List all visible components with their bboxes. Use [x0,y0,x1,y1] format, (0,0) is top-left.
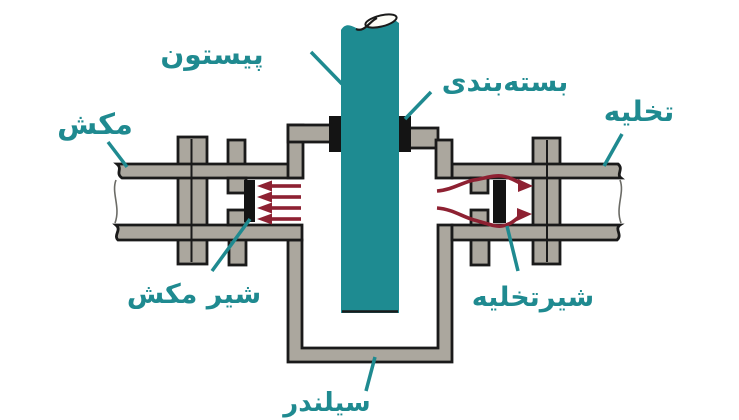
packing-block-right [399,116,411,152]
piston-label: پیستون [160,38,263,71]
suction-pipe-bottom-wall [112,223,304,242]
discharge-label: تخلیه [604,95,675,128]
piston-rod-top-edge [355,16,378,31]
suction-pipe-break-line [113,179,118,224]
discharge-pipe-bottom-wall [450,223,625,242]
cylinder-leader-line [364,356,377,392]
piston-leader-line [309,50,344,86]
discharge-valve-plate [493,180,506,223]
discharge-pipe-top-wall [450,162,625,180]
discharge-valve-leader-line [505,225,520,272]
stuffing-box-left [286,123,333,144]
suction-leader-line [106,140,129,169]
packing-block-left [329,116,341,152]
suction-valve-seat-bottom [226,208,248,227]
suction-flow-arrows [257,180,301,225]
piston-rod [341,16,399,314]
suction-pipe-top-wall [113,162,304,180]
cylinder-top-right-wall [434,138,454,180]
cylinder-body [286,223,454,364]
suction-valve-plate [244,180,255,222]
suction-valve-seat-top [226,176,248,195]
cylinder-label: سیلندر [281,388,370,418]
packing-leader-line [403,90,433,121]
suction-label: مکش [57,107,133,141]
discharge-valve-label: شیرتخلیه [472,282,594,313]
suction-valve-leader-line [210,217,252,273]
discharge-pipe-break-line [618,179,623,224]
packing-label: بسته‌بندی [442,67,569,98]
suction-valve-label: شیر مکش [127,279,261,310]
discharge-flow-arrows [436,174,533,228]
piston-rod-cut-ellipse [364,13,398,29]
suction-valve-housing-boss-top [226,138,247,168]
discharge-valve-housing-boss-bottom [469,236,491,267]
discharge-leader-line [602,133,624,167]
